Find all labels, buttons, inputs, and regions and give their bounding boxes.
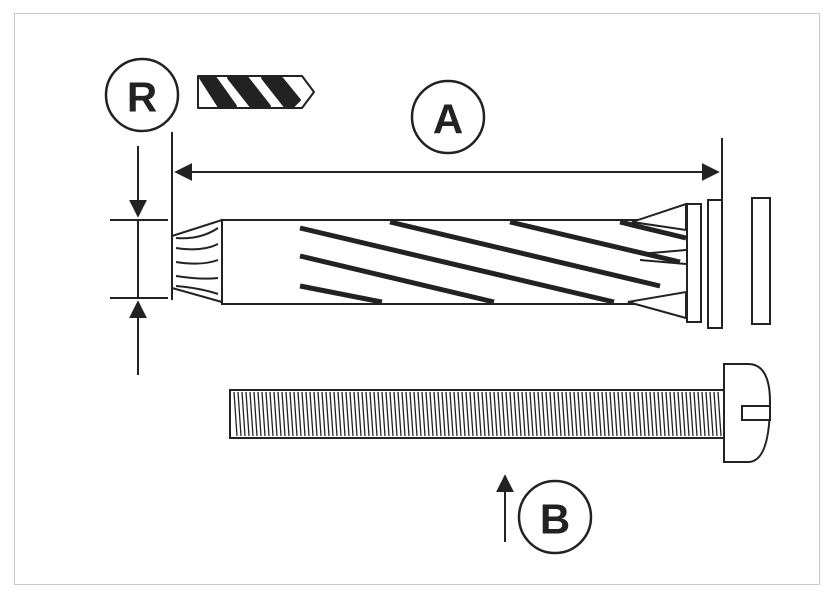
callout-r-label: R (127, 74, 157, 121)
diameter-dimension (110, 146, 168, 375)
anchor-collar (686, 203, 702, 323)
hollow-wall-anchor (171, 197, 771, 329)
wall-panel (751, 197, 771, 325)
screw-slot (741, 405, 771, 421)
callout-a: A (410, 79, 486, 155)
machine-screw (229, 363, 772, 463)
callout-b: B (517, 479, 593, 555)
anchor-nose (171, 218, 223, 304)
callout-b-label: B (540, 496, 570, 543)
callout-a-label: A (433, 96, 463, 143)
anchor-slits (299, 219, 687, 305)
callout-r: R (104, 57, 180, 133)
drill-bit-icon (197, 75, 315, 109)
screw-threads (233, 391, 722, 437)
anchor-flange (707, 199, 723, 329)
